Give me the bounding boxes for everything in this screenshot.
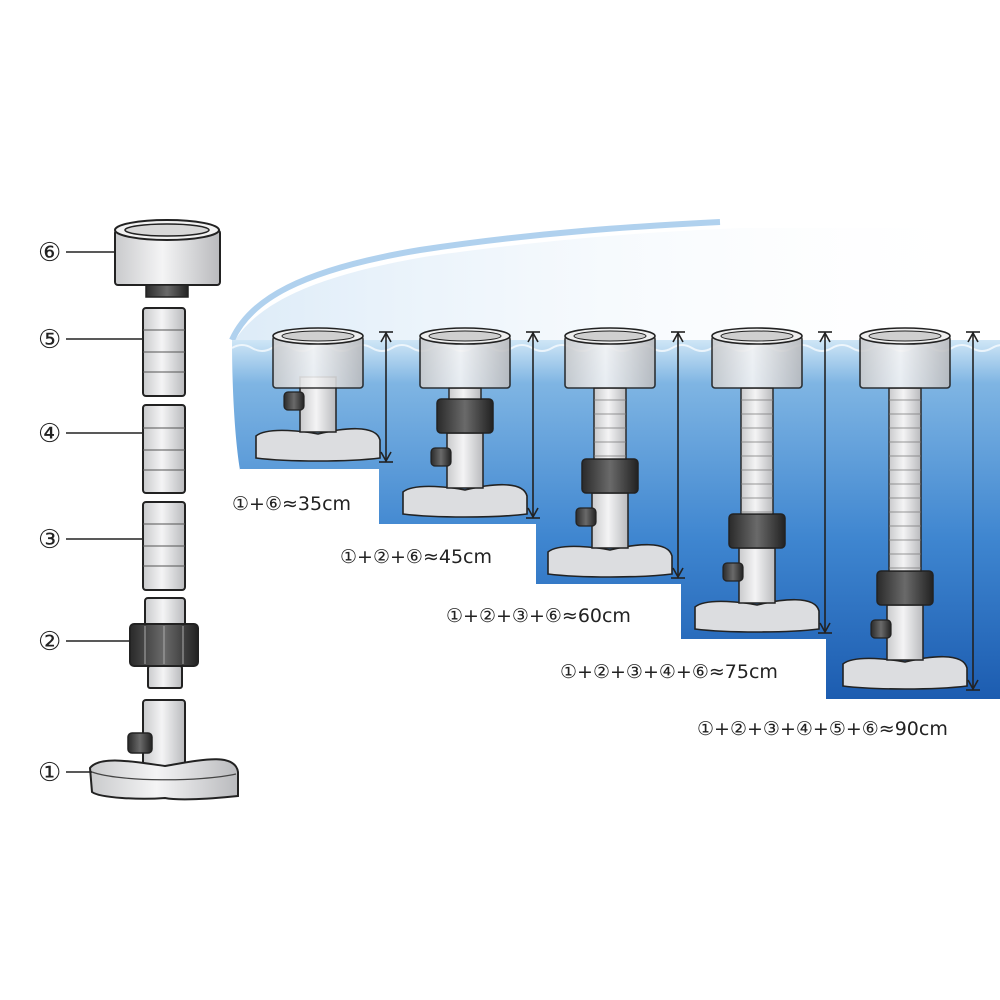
part-top-cap bbox=[114, 219, 221, 298]
exploded-parts bbox=[88, 219, 239, 801]
part-marker-2: ② bbox=[38, 627, 61, 657]
assembled-skimmer-4 bbox=[694, 327, 820, 633]
part-tube-3 bbox=[142, 501, 186, 591]
part-tube-4 bbox=[142, 404, 186, 494]
config-label-2: ①+②+⑥≈45cm bbox=[340, 546, 492, 568]
config-label-3: ①+②+③+⑥≈60cm bbox=[446, 605, 631, 627]
height-arrow-3 bbox=[671, 331, 685, 579]
config-label-4: ①+②+③+④+⑥≈75cm bbox=[560, 661, 778, 683]
part-marker-6: ⑥ bbox=[38, 238, 61, 268]
height-arrow-2 bbox=[526, 331, 540, 519]
config-label-1: ①+⑥≈35cm bbox=[232, 493, 351, 515]
part-marker-4: ④ bbox=[38, 419, 61, 449]
part-base bbox=[88, 699, 239, 801]
part-tube-5 bbox=[142, 307, 186, 397]
height-arrow-1 bbox=[379, 331, 393, 463]
config-label-5: ①+②+③+④+⑤+⑥≈90cm bbox=[697, 718, 948, 740]
assembled-skimmer-1 bbox=[255, 327, 381, 462]
part-marker-5: ⑤ bbox=[38, 325, 61, 355]
part-marker-1: ① bbox=[38, 758, 61, 788]
part-connector bbox=[129, 597, 199, 689]
config-labels: ①+⑥≈35cm ①+②+⑥≈45cm ①+②+③+⑥≈60cm ①+②+③+④… bbox=[232, 493, 948, 740]
height-arrow-4 bbox=[818, 331, 832, 634]
part-labels: ⑥ ⑤ ④ ③ ② ① bbox=[38, 238, 143, 788]
assembled-skimmer-5 bbox=[842, 327, 968, 690]
pool-wall bbox=[229, 219, 721, 342]
assemblies bbox=[255, 327, 980, 691]
part-marker-3: ③ bbox=[38, 525, 61, 555]
assembled-skimmer-3 bbox=[547, 327, 673, 578]
height-arrow-5 bbox=[966, 331, 980, 691]
assembled-skimmer-2 bbox=[402, 327, 528, 518]
